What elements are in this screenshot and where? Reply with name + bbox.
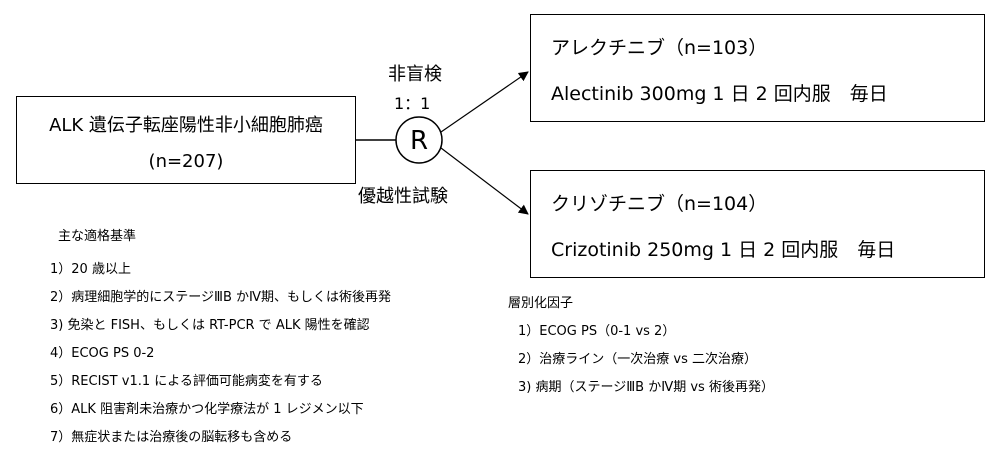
eligibility-title: 主な適格基準 [58, 229, 137, 244]
arm-name: クリゾチニブ（n=104） [551, 193, 768, 215]
design-label: 非盲検 [388, 64, 442, 85]
arm-box-crizotinib: クリゾチニブ（n=104） Crizotinib 250mg 1 日 2 回内服… [530, 170, 985, 278]
eligibility-item: 1）20 歳以上 [50, 262, 131, 277]
ratio-label: 1：1 [394, 94, 431, 113]
eligibility-item: 7）無症状または治療後の脳転移も含める [50, 430, 293, 445]
population-title: ALK 遺伝子転座陽性非小細胞肺癌 [49, 115, 323, 136]
eligibility-item: 3) 免染と FISH、もしくは RT-PCR で ALK 陽性を確認 [50, 318, 370, 333]
randomization-circle [395, 116, 443, 164]
trial-type-label: 優越性試験 [358, 186, 448, 207]
arm-dose: Crizotinib 250mg 1 日 2 回内服 毎日 [551, 239, 896, 261]
eligibility-item: 2）病理細胞学的にステージⅢB かⅣ期、もしくは術後再発 [50, 290, 392, 305]
arrow-to-arm1 [440, 71, 529, 133]
stratification-item: 3) 病期（ステージⅢB かⅣ期 vs 術後再発） [518, 380, 774, 395]
arrow-to-arm2 [440, 147, 529, 215]
randomization-symbol: R [410, 126, 428, 156]
arm-dose: Alectinib 300mg 1 日 2 回内服 毎日 [551, 83, 888, 105]
stratification-item: 2）治療ライン（一次治療 vs 二次治療） [518, 352, 758, 367]
arm-name: アレクチニブ（n=103） [551, 37, 768, 59]
stratification-item: 1）ECOG PS（0-1 vs 2） [518, 324, 676, 339]
eligibility-item: 5）RECIST v1.1 による評価可能病変を有する [50, 374, 323, 389]
arm-box-alectinib: アレクチニブ（n=103） Alectinib 300mg 1 日 2 回内服 … [530, 14, 985, 122]
stratification-title: 層別化因子 [508, 296, 574, 311]
population-n: (n=207) [148, 151, 224, 172]
population-box: ALK 遺伝子転座陽性非小細胞肺癌 (n=207) [16, 96, 356, 184]
eligibility-item: 4）ECOG PS 0-2 [50, 346, 155, 361]
eligibility-item: 6）ALK 阻害剤未治療かつ化学療法が 1 レジメン以下 [50, 402, 364, 417]
